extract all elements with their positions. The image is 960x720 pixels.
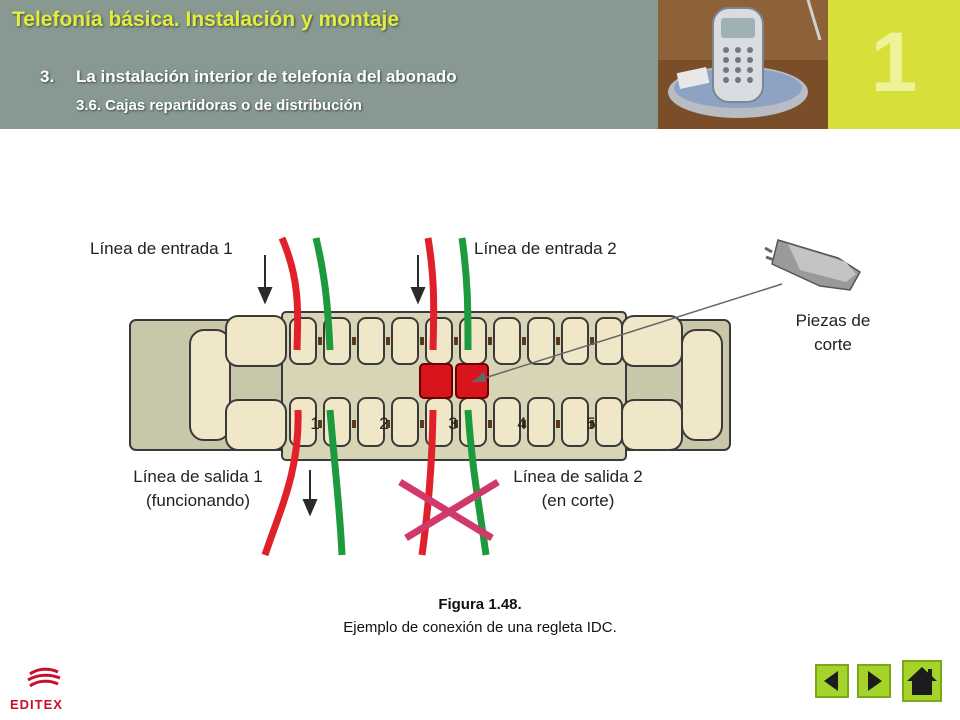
contact-marks <box>318 337 594 428</box>
next-slide-button[interactable] <box>857 664 891 698</box>
previous-slide-button[interactable] <box>815 664 849 698</box>
position-3: 3 <box>448 414 457 433</box>
section-title: La instalación interior de telefonía del… <box>76 67 457 86</box>
home-button[interactable] <box>902 660 942 702</box>
chapter-number: 1 <box>870 15 918 109</box>
logo-text: EDITEX <box>10 697 63 712</box>
wire-out1-green <box>326 409 346 556</box>
figure-caption: Ejemplo de conexión de una regleta IDC. <box>343 619 617 636</box>
home-icon <box>907 667 937 695</box>
label-cut-pieces: Piezas de <box>796 311 871 330</box>
arrow-in1 <box>257 255 273 305</box>
right-mounting-tab <box>681 329 723 441</box>
label-input-line-1: Línea de entrada 1 <box>90 239 233 258</box>
wire-in1-green <box>312 237 334 351</box>
presentation-title: Telefonía básica. Instalación y montaje <box>12 8 400 31</box>
prev-arrow-icon <box>824 671 838 691</box>
wire-out1-red <box>261 409 302 557</box>
pointer-line <box>471 283 783 383</box>
label-output-line-2: Línea de salida 2 <box>513 467 643 486</box>
label-cut-pieces-2: corte <box>814 335 852 354</box>
wire-in1-red <box>278 236 302 351</box>
idc-strip-diagram: 1 2 3 4 5 <box>60 220 900 565</box>
arrow-in2 <box>410 255 426 305</box>
label-output-line-1-status: (funcionando) <box>146 491 250 510</box>
wire-out2-red <box>418 409 437 556</box>
label-input-line-2: Línea de entrada 2 <box>474 239 617 258</box>
telephone-photo <box>658 0 828 129</box>
header-banner: Telefonía básica. Instalación y montaje … <box>0 0 658 129</box>
subsection-title: 3.6. Cajas repartidoras o de distribució… <box>76 97 362 114</box>
figure-number: Figura 1.48. <box>438 596 522 613</box>
label-output-line-2-status: (en corte) <box>542 491 615 510</box>
left-mounting-tab <box>189 329 231 441</box>
cut-piece-right <box>455 363 489 399</box>
position-4: 4 <box>517 414 526 433</box>
position-2: 2 <box>379 414 388 433</box>
label-output-line-1: Línea de salida 1 <box>133 467 263 486</box>
position-5: 5 <box>586 414 595 433</box>
wire-in2-red <box>424 237 438 351</box>
arrow-out1 <box>302 470 318 517</box>
cut-piece-left <box>419 363 453 399</box>
chapter-badge: 1 <box>828 0 960 129</box>
section-number: 3. <box>40 67 55 86</box>
cut-piece-illustration <box>764 239 861 291</box>
wire-in2-green <box>458 237 472 351</box>
next-arrow-icon <box>868 671 882 691</box>
cut-cross-b <box>404 479 500 541</box>
position-1: 1 <box>310 414 319 433</box>
wire-out2-green <box>464 409 490 556</box>
editex-logo: EDITEX <box>10 664 74 712</box>
